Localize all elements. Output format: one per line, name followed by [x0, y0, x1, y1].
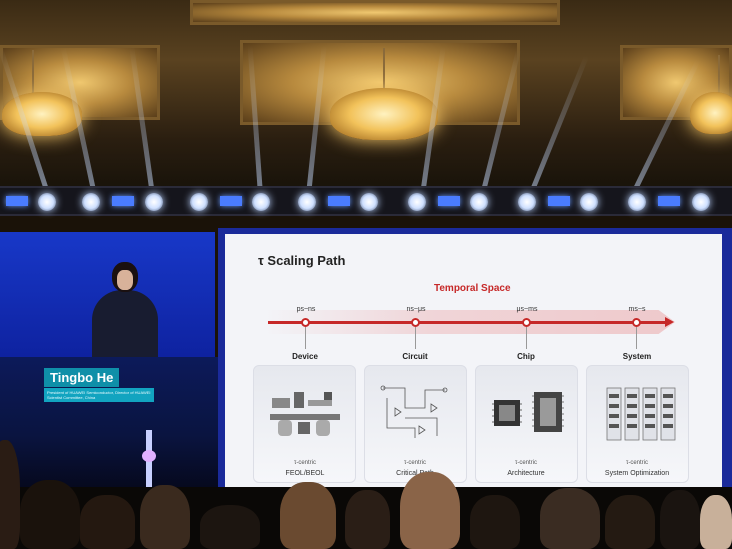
spotlight	[470, 193, 488, 211]
speaker-face	[117, 270, 133, 290]
chip-package-diagram	[492, 392, 564, 432]
audience-member	[20, 480, 80, 549]
audience-member	[400, 472, 460, 549]
stage-time-label: ps~ns	[296, 306, 316, 313]
stage-card-chip	[475, 365, 578, 483]
slide-subtitle: Temporal Space	[434, 283, 511, 294]
spotlight	[580, 193, 598, 211]
stage-caption-bottom: FEOL/BEOL	[285, 470, 325, 477]
speaker-torso	[92, 290, 158, 358]
spotlight	[692, 193, 710, 211]
stage-level-label: Chip	[517, 352, 535, 361]
led-light	[112, 196, 134, 206]
speaker-name-badge: Tingbo He	[44, 368, 120, 387]
spotlight	[298, 193, 316, 211]
system-server-diagram	[606, 387, 676, 441]
stage-time-label: ms~s	[628, 306, 646, 313]
tv-tower-sphere	[142, 450, 156, 462]
stage-time-label: ns~μs	[406, 306, 426, 313]
stage-card-system	[586, 365, 689, 483]
audience-member	[280, 482, 336, 549]
speaker-figure	[92, 262, 158, 358]
led-light	[658, 196, 680, 206]
stage-level-label: Device	[292, 352, 318, 361]
timeline-stem	[305, 327, 306, 349]
stage-caption-top: τ-centric	[403, 460, 427, 466]
audience-member	[605, 495, 655, 549]
led-light	[6, 196, 28, 206]
timeline-dot	[411, 318, 420, 327]
timeline-stem	[636, 327, 637, 349]
timeline-stem	[415, 327, 416, 349]
audience-member	[140, 485, 190, 549]
spotlight	[408, 193, 426, 211]
led-light	[438, 196, 460, 206]
led-light	[548, 196, 570, 206]
spotlight	[38, 193, 56, 211]
chandelier	[330, 88, 438, 140]
stage-level-label: System	[622, 352, 652, 361]
stage-caption-top: τ-centric	[293, 460, 317, 466]
stage-caption-bottom: Architecture	[507, 470, 545, 477]
chandelier-chain	[32, 50, 34, 95]
audience-member	[470, 495, 520, 549]
stage-caption-top: τ-centric	[514, 460, 538, 466]
stage-caption-bottom: System Optimization	[604, 470, 670, 477]
timeline-arrow-line	[268, 321, 668, 324]
timeline-dot	[301, 318, 310, 327]
slide-title: τ Scaling Path	[258, 253, 346, 268]
audience-member	[0, 440, 20, 549]
spotlight	[190, 193, 208, 211]
audience-member	[200, 505, 260, 549]
spotlight	[518, 193, 536, 211]
spotlight	[82, 193, 100, 211]
speaker-title-badge: President of HUAWEI Semiconductor, Direc…	[44, 388, 154, 402]
timeline-dot	[522, 318, 531, 327]
audience-member	[660, 490, 700, 549]
timeline-arrow-head	[665, 317, 674, 327]
led-light	[328, 196, 350, 206]
device-transistor-diagram	[270, 392, 340, 436]
circuit-schematic-diagram	[380, 385, 448, 438]
spotlight	[360, 193, 378, 211]
spotlight	[628, 193, 646, 211]
audience-member	[345, 490, 390, 549]
audience-member	[540, 488, 600, 549]
stage-caption-top: τ-centric	[625, 460, 649, 466]
timeline-stem	[526, 327, 527, 349]
chandelier-chain	[718, 55, 720, 95]
led-light	[220, 196, 242, 206]
stage-level-label: Circuit	[402, 352, 428, 361]
chandelier-chain	[383, 48, 385, 93]
spotlight	[252, 193, 270, 211]
audience-member	[80, 495, 135, 549]
spotlight	[145, 193, 163, 211]
stage-card-circuit	[364, 365, 467, 483]
timeline-dot	[632, 318, 641, 327]
stage-caption-bottom: Critical Path	[396, 470, 434, 477]
audience-member	[700, 495, 732, 549]
chandelier	[690, 92, 732, 134]
stage-time-label: μs~ms	[516, 306, 538, 313]
ceiling-coffer	[190, 0, 560, 25]
